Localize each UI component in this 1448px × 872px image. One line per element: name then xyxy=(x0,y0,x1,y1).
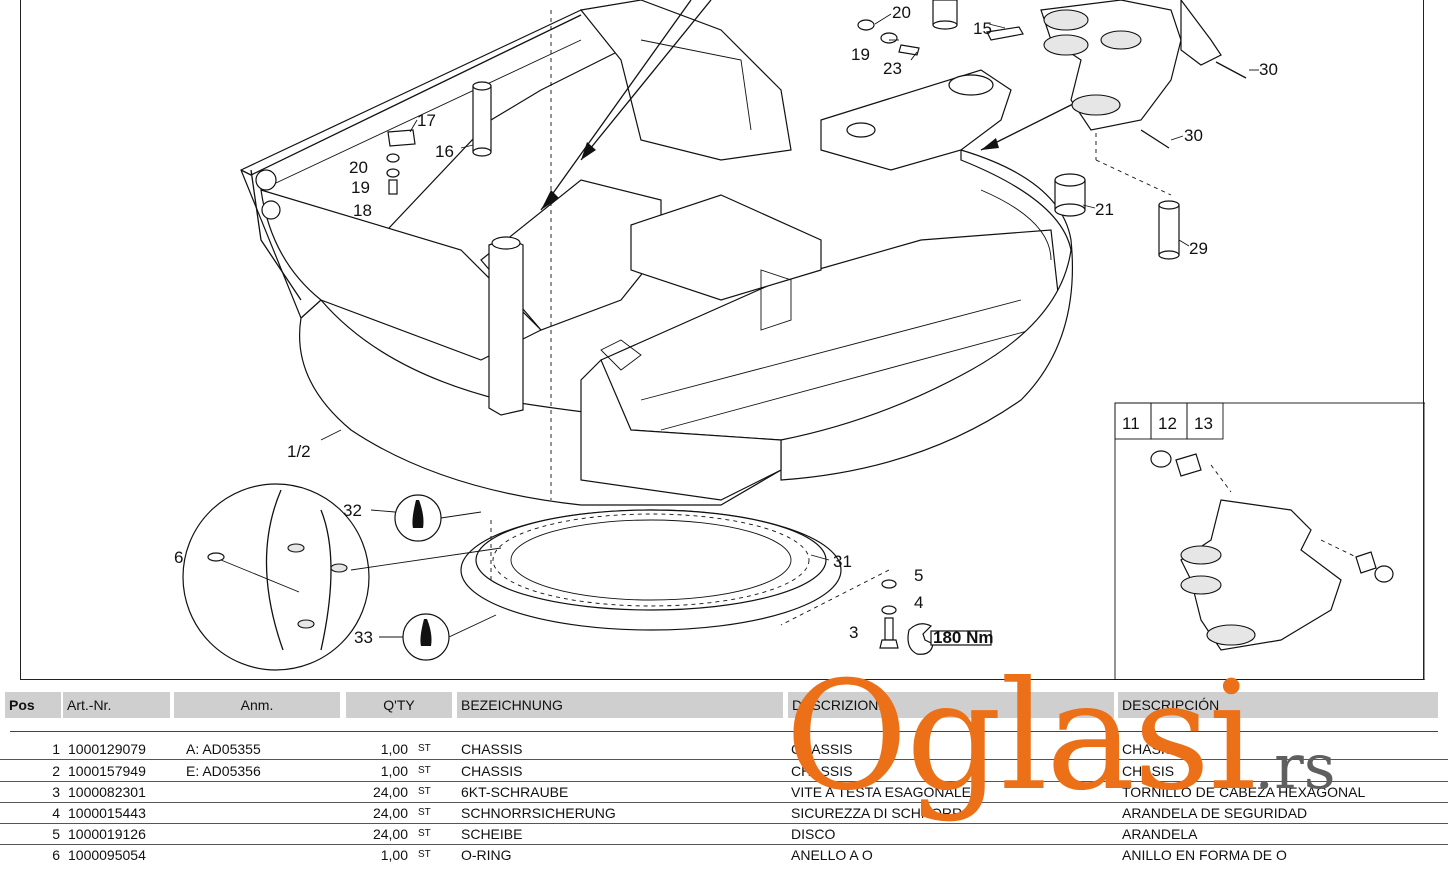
cell-art: 1000157949 xyxy=(68,763,146,779)
callout-30-lower: 30 xyxy=(1184,126,1203,145)
table-row: 4 1000015443 24,00 ST SCHNORRSICHERUNG S… xyxy=(0,802,1448,824)
cell-art: 1000129079 xyxy=(68,741,146,757)
cell-it: CHASSIS xyxy=(791,763,853,779)
cell-it: CHASSIS xyxy=(791,741,853,757)
callout-21: 21 xyxy=(1095,200,1114,219)
callout-15: 15 xyxy=(973,19,992,38)
cell-es: CHASIS xyxy=(1122,763,1175,779)
header-bezeichnung: BEZEICHNUNG xyxy=(457,692,783,718)
callout-23: 23 xyxy=(883,59,902,78)
inset-header-11: 11 xyxy=(1122,414,1140,433)
bolt-stack xyxy=(780,569,992,655)
callout-32: 32 xyxy=(343,501,362,520)
cell-unit: ST xyxy=(418,786,431,797)
leader-lines xyxy=(320,13,1259,561)
cell-de: CHASSIS xyxy=(461,741,523,757)
exploded-parts-diagram: 180 Nm xyxy=(20,0,1425,680)
cell-pos: 1 xyxy=(52,741,60,757)
swing-bracket xyxy=(1040,0,1222,131)
slewing-ring xyxy=(460,10,842,631)
header-descripcion: DESCRIPCIÓN xyxy=(1118,692,1438,718)
chassis-drawing xyxy=(240,0,1074,506)
callout-16: 16 xyxy=(435,142,454,161)
cell-art: 1000095054 xyxy=(68,847,146,863)
table-divider xyxy=(10,731,1438,732)
cell-qty: 1,00 xyxy=(380,847,408,863)
cell-qty: 24,00 xyxy=(372,784,408,800)
callout-19-top: 19 xyxy=(851,45,870,64)
table-row: 2 1000157949 E: AD05356 1,00 ST CHASSIS … xyxy=(0,760,1448,782)
cell-es: ARANDELA DE SEGURIDAD xyxy=(1122,805,1308,821)
cell-art: 1000019126 xyxy=(68,826,146,842)
pins-bushings xyxy=(386,0,1247,260)
cell-de: CHASSIS xyxy=(461,763,523,779)
cell-unit: ST xyxy=(418,807,431,818)
cell-unit: ST xyxy=(418,828,431,839)
cell-it: VITE A TESTA ESAGONALE xyxy=(791,784,971,800)
cell-pos: 4 xyxy=(52,805,60,821)
cell-art: 1000015443 xyxy=(68,805,146,821)
cell-pos: 6 xyxy=(52,847,60,863)
header-descrizione: DESCRIZIONE xyxy=(788,692,1114,718)
cell-it: DISCO xyxy=(791,826,836,842)
callout-17: 17 xyxy=(417,111,436,130)
callout-labels: 20 19 23 15 30 30 17 16 20 19 18 21 29 1… xyxy=(174,3,1278,647)
callout-1-2: 1/2 xyxy=(287,442,311,461)
cell-de: 6KT-SCHRAUBE xyxy=(461,784,569,800)
torque-label: 180 Nm xyxy=(933,628,993,647)
cell-it: ANELLO A O xyxy=(791,847,873,863)
cell-es: ARANDELA xyxy=(1122,826,1198,842)
cell-pos: 2 xyxy=(52,763,60,779)
cell-art: 1000082301 xyxy=(68,784,146,800)
table-row: 1 1000129079 A: AD05355 1,00 ST CHASSIS … xyxy=(0,738,1448,760)
table-row: 6 1000095054 1,00 ST O-RING ANELLO A O A… xyxy=(0,844,1448,865)
cell-de: SCHEIBE xyxy=(461,826,523,842)
cell-anm: E: AD05356 xyxy=(186,763,261,779)
inset-header-12: 12 xyxy=(1158,414,1177,433)
header-art-nr: Art.-Nr. xyxy=(63,692,170,718)
cell-qty: 24,00 xyxy=(372,826,408,842)
direction-arrows xyxy=(540,0,1082,211)
callout-18: 18 xyxy=(353,201,372,220)
cell-pos: 5 xyxy=(52,826,60,842)
callout-3: 3 xyxy=(849,623,858,642)
parts-table-header: Pos Art.-Nr. Anm. Q'TY BEZEICHNUNG DESCR… xyxy=(0,692,1448,718)
header-qty: Q'TY xyxy=(346,692,452,718)
callout-29: 29 xyxy=(1189,239,1208,258)
cell-pos: 3 xyxy=(52,784,60,800)
table-row: 5 1000019126 24,00 ST SCHEIBE DISCO ARAN… xyxy=(0,823,1448,845)
cell-de: O-RING xyxy=(461,847,512,863)
cell-qty: 1,00 xyxy=(380,741,408,757)
table-row: 3 1000082301 24,00 ST 6KT-SCHRAUBE VITE … xyxy=(0,781,1448,803)
cell-unit: ST xyxy=(418,743,431,754)
callout-20-top: 20 xyxy=(892,3,911,22)
cell-es: ANILLO EN FORMA DE O xyxy=(1122,847,1287,863)
cell-it: SICUREZZA DI SCHNORR xyxy=(791,805,963,821)
cell-es: CHASIS xyxy=(1122,741,1175,757)
callout-6: 6 xyxy=(174,548,183,567)
cell-unit: ST xyxy=(418,849,431,860)
cell-qty: 24,00 xyxy=(372,805,408,821)
callout-31: 31 xyxy=(833,552,852,571)
header-anm: Anm. xyxy=(174,692,340,718)
callout-5: 5 xyxy=(914,566,923,585)
cell-qty: 1,00 xyxy=(380,763,408,779)
cell-de: SCHNORRSICHERUNG xyxy=(461,805,616,821)
callout-4: 4 xyxy=(914,593,923,612)
inset-header-13: 13 xyxy=(1194,414,1213,433)
callout-33: 33 xyxy=(354,628,373,647)
callout-20-left: 20 xyxy=(349,158,368,177)
grease-symbols xyxy=(370,494,497,661)
cell-es: TORNILLO DE CABEZA HEXAGONAL xyxy=(1122,784,1366,800)
cell-anm: A: AD05355 xyxy=(186,741,261,757)
callout-19-left: 19 xyxy=(351,178,370,197)
detail-circle xyxy=(182,483,502,671)
cell-unit: ST xyxy=(418,765,431,776)
diagram-drawing: 180 Nm xyxy=(174,0,1425,680)
callout-30-upper: 30 xyxy=(1259,60,1278,79)
inset-box xyxy=(1114,402,1425,680)
header-pos: Pos xyxy=(5,692,61,718)
